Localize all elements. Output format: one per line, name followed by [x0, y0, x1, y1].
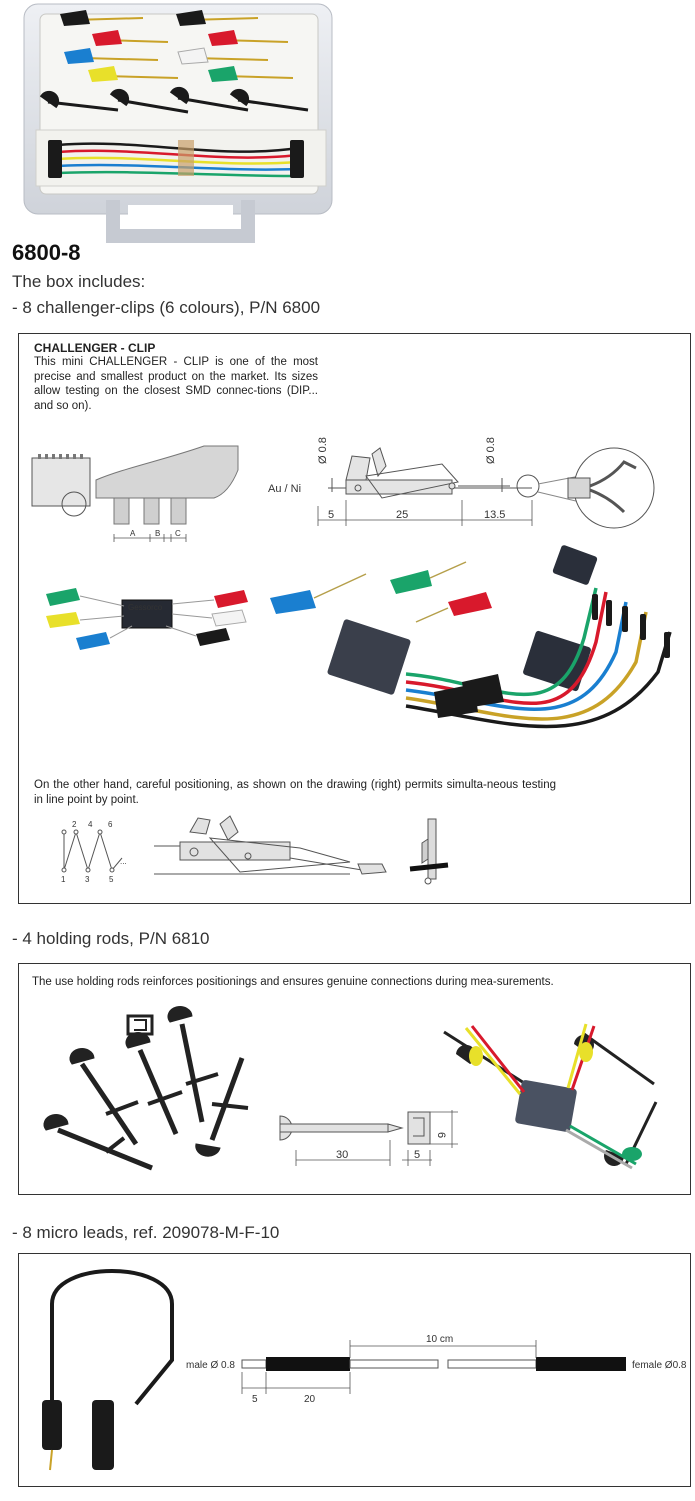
pitch-label-b: B	[155, 529, 160, 538]
pin-4: 4	[88, 820, 93, 829]
dim-5: 5	[328, 509, 334, 521]
pin-zigzag-diagram: 2 4 6 1 3 5 ...	[61, 820, 127, 884]
item-holding-rods: - 4 holding rods, P/N 6810	[12, 929, 210, 948]
ic-pitch-drawing: A B C	[31, 445, 239, 542]
rods-in-use-photo	[443, 1023, 658, 1170]
clip-description: This mini CHALLENGER - CLIP is one of th…	[34, 356, 318, 412]
micro-lead-dimension-drawing: male Ø 0.8 female Ø0.8 10 cm 5 20	[186, 1334, 687, 1405]
lead-length-label: 10 cm	[426, 1334, 453, 1345]
clips-on-ic-photo: Gessorco	[46, 588, 248, 650]
holding-rods-photo	[43, 1006, 249, 1171]
holding-rods-panel	[18, 963, 691, 1195]
dim-25: 25	[396, 509, 408, 521]
dia-left-label: Ø 0.8	[317, 437, 329, 464]
item-micro-leads: - 8 micro leads, ref. 209078-M-F-10	[12, 1223, 280, 1242]
chip-brand-small: Gessorco	[128, 603, 163, 612]
female-label: female Ø0.8	[632, 1360, 687, 1371]
pin-3: 3	[85, 875, 90, 884]
dia-right-label: Ø 0.8	[485, 437, 497, 464]
rods-description: The use holding rods reinforces position…	[32, 976, 554, 988]
box-includes-label: The box includes:	[12, 272, 146, 291]
clips-and-leads-photo	[270, 545, 672, 729]
positioning-text: On the other hand, careful positioning, …	[34, 779, 556, 806]
clip-vertical-drawing	[409, 818, 449, 885]
lead-dim-20: 20	[304, 1394, 316, 1405]
pin-6: 6	[108, 820, 113, 829]
pin-dots: ...	[120, 857, 127, 866]
pitch-label-c: C	[175, 529, 181, 538]
rod-dimension-drawing: 30 5 6	[279, 1110, 458, 1166]
lead-dim-5: 5	[252, 1394, 258, 1405]
rod-length-30: 30	[336, 1149, 348, 1161]
pin-1: 1	[61, 875, 66, 884]
dim-13-5: 13.5	[484, 509, 505, 521]
clip-heading: CHALLENGER - CLIP	[34, 341, 156, 355]
pin-2: 2	[72, 820, 77, 829]
clip-side-drawing	[154, 815, 387, 875]
rod-height-6: 6	[435, 1132, 447, 1138]
rod-width-5: 5	[414, 1149, 420, 1161]
material-label: Au / Ni	[268, 483, 301, 495]
male-label: male Ø 0.8	[186, 1360, 235, 1371]
item-challenger-clips: - 8 challenger-clips (6 colours), P/N 68…	[12, 298, 321, 317]
pin-5: 5	[109, 875, 114, 884]
product-code: 6800-8	[12, 240, 81, 265]
clip-dimension-drawing: Au / Ni Ø 0.8 Ø 0.8 5 25 13.5	[268, 437, 655, 529]
micro-lead-photo	[42, 1269, 174, 1471]
case-photo	[23, 3, 333, 243]
pitch-label-a: A	[130, 529, 136, 538]
